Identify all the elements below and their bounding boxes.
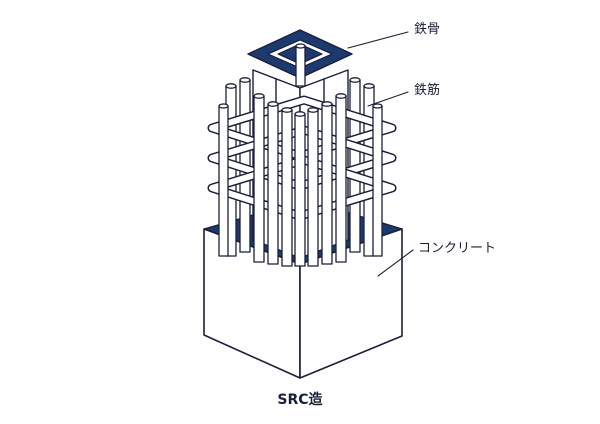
leader-steel-frame xyxy=(347,31,409,49)
rebar xyxy=(294,111,306,267)
rebar xyxy=(321,101,333,265)
rebar xyxy=(307,107,319,267)
leader-lines xyxy=(347,31,414,277)
rebar xyxy=(335,93,347,263)
rebar xyxy=(295,43,306,87)
diagram-caption: SRC造 xyxy=(277,392,323,408)
rebar xyxy=(253,93,265,263)
leader-rebar xyxy=(367,91,409,107)
rebars-front xyxy=(218,93,383,267)
label-rebar: 鉄筋 xyxy=(414,83,441,98)
rebar xyxy=(372,103,383,257)
rebar xyxy=(281,107,293,267)
rebar xyxy=(267,101,279,265)
leader-concrete xyxy=(377,249,414,277)
label-steel-frame: 鉄骨 xyxy=(414,22,441,37)
label-concrete: コンクリート xyxy=(418,241,497,256)
rebar xyxy=(218,103,229,257)
